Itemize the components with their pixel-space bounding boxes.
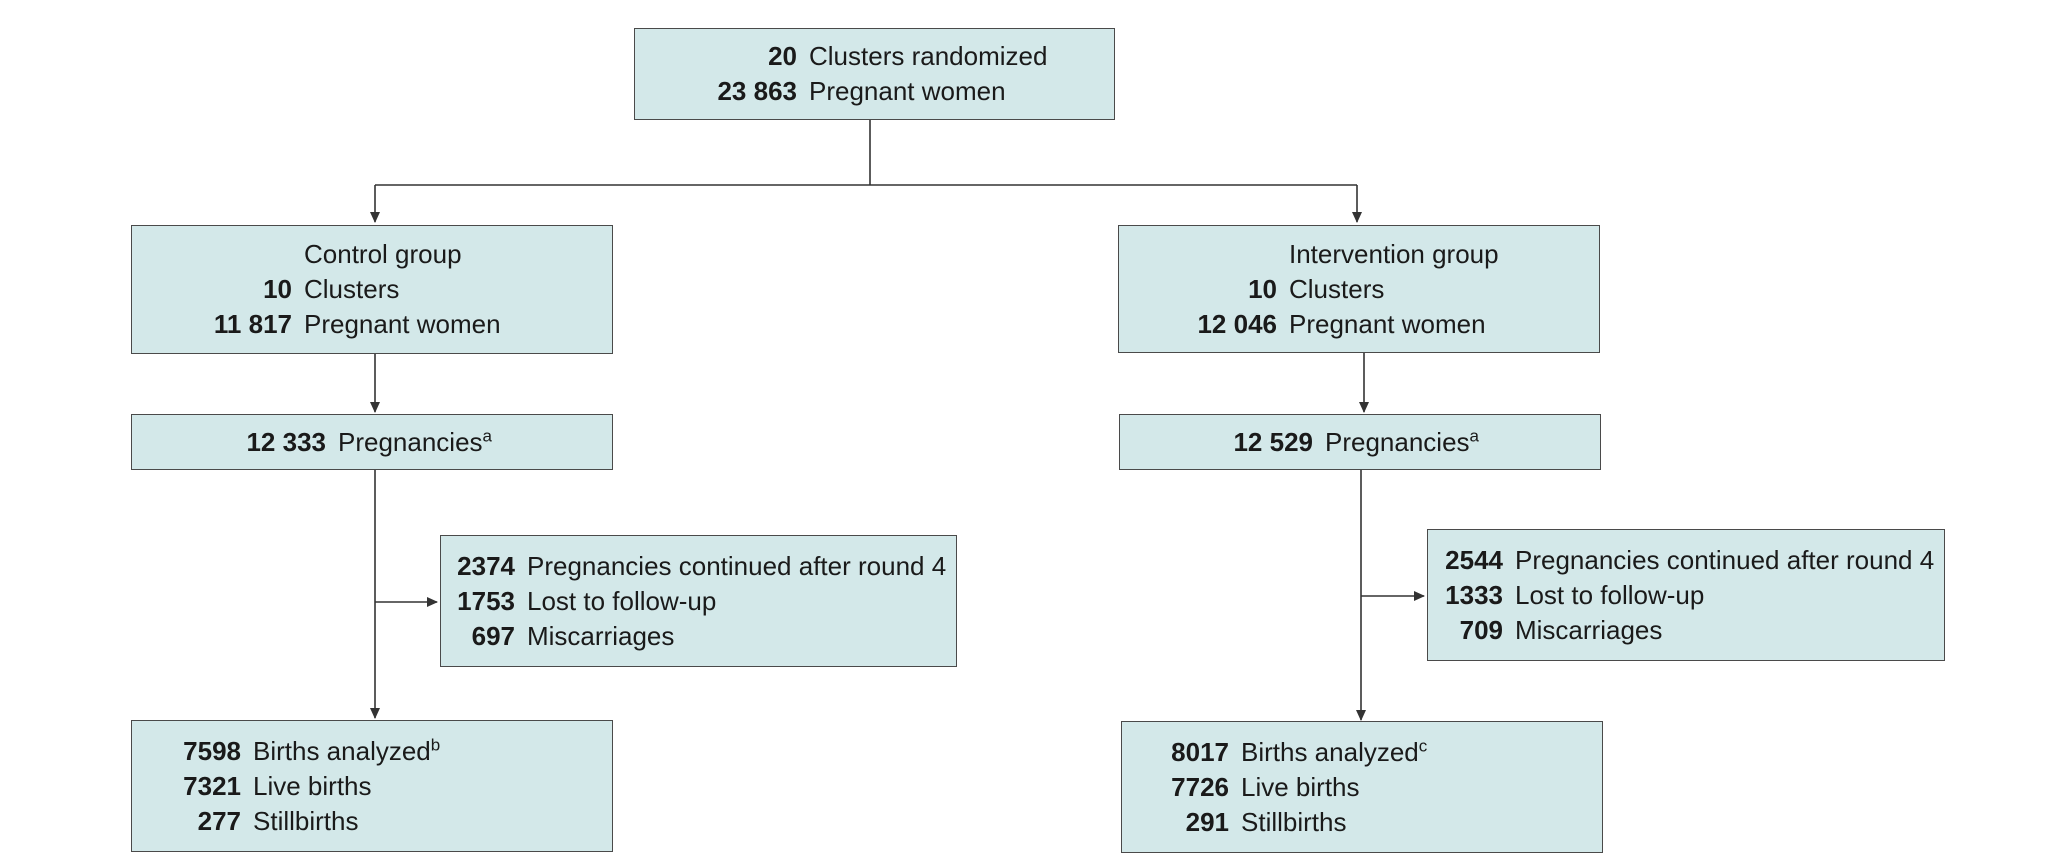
intervention-group-heading-row: Intervention group — [1119, 237, 1599, 272]
control-continued-count: 2374 — [457, 550, 515, 581]
control-excluded-row-continued: 2374 Pregnancies continued after round 4 — [441, 549, 956, 584]
intervention-pregnancies-box: 12 529 Pregnanciesa — [1119, 414, 1601, 470]
control-pregnancies-box: 12 333 Pregnanciesa — [131, 414, 613, 470]
intervention-pregnancies-row: 12 529 Pregnanciesa — [1120, 425, 1600, 460]
intervention-continued-count: 2544 — [1445, 544, 1503, 575]
control-live-births-label: Live births — [253, 770, 372, 801]
control-births-analyzed-count: 7598 — [183, 735, 241, 766]
intervention-clusters-count: 10 — [1248, 273, 1277, 304]
control-births-row-analyzed: 7598 Births analyzedb — [132, 734, 612, 769]
randomized-women-label: Pregnant women — [809, 76, 1006, 106]
intervention-continued-label: Pregnancies continued after round 4 — [1515, 544, 1935, 575]
control-stillbirths-label: Stillbirths — [253, 805, 359, 836]
footnote-a-marker: a — [1469, 425, 1480, 445]
randomized-row-clusters: 20 Clusters randomized — [635, 39, 1114, 74]
control-lost-label: Lost to follow-up — [527, 585, 717, 616]
control-births-analyzed-label: Births analyzed — [253, 735, 431, 766]
intervention-births-box: 8017 Births analyzedc 7726 Live births 2… — [1121, 721, 1603, 853]
intervention-group-row-clusters: 10 Clusters — [1119, 272, 1599, 307]
control-excluded-box: 2374 Pregnancies continued after round 4… — [440, 535, 957, 667]
control-group-heading: Control group — [304, 239, 462, 269]
control-women-count: 11 817 — [213, 309, 292, 339]
intervention-group-heading: Intervention group — [1289, 238, 1499, 269]
intervention-live-births-label: Live births — [1241, 771, 1360, 802]
intervention-miscarriages-label: Miscarriages — [1515, 614, 1663, 645]
intervention-lost-count: 1333 — [1445, 579, 1503, 610]
intervention-miscarriages-count: 709 — [1459, 614, 1503, 645]
intervention-excluded-box: 2544 Pregnancies continued after round 4… — [1427, 529, 1945, 661]
intervention-births-analyzed-label: Births analyzed — [1241, 736, 1419, 767]
control-stillbirths-count: 277 — [197, 805, 241, 836]
intervention-lost-label: Lost to follow-up — [1515, 579, 1705, 610]
intervention-group-row-women: 12 046 Pregnant women — [1119, 307, 1599, 342]
control-miscarriages-label: Miscarriages — [527, 620, 675, 651]
footnote-c-marker: c — [1418, 735, 1428, 755]
intervention-excluded-row-lost: 1333 Lost to follow-up — [1428, 578, 1944, 613]
control-births-box: 7598 Births analyzedb 7321 Live births 2… — [131, 720, 613, 852]
intervention-pregnancies-label: Pregnancies — [1325, 426, 1470, 457]
control-births-row-stillbirths: 277 Stillbirths — [132, 804, 612, 839]
control-clusters-count: 10 — [263, 274, 292, 304]
control-pregnancies-row: 12 333 Pregnanciesa — [132, 425, 612, 460]
intervention-women-label: Pregnant women — [1289, 308, 1486, 339]
control-group-box: Control group 10 Clusters 11 817 Pregnan… — [131, 225, 613, 354]
intervention-live-births-count: 7726 — [1171, 771, 1229, 802]
intervention-excluded-row-continued: 2544 Pregnancies continued after round 4 — [1428, 543, 1944, 578]
control-group-row-women: 11 817 Pregnant women — [132, 307, 612, 342]
control-group-row-clusters: 10 Clusters — [132, 272, 612, 307]
intervention-excluded-row-miscarriages: 709 Miscarriages — [1428, 613, 1944, 648]
intervention-births-row-live: 7726 Live births — [1122, 770, 1602, 805]
intervention-women-count: 12 046 — [1197, 308, 1277, 339]
intervention-births-row-analyzed: 8017 Births analyzedc — [1122, 735, 1602, 770]
control-clusters-label: Clusters — [304, 274, 400, 304]
intervention-births-row-stillbirths: 291 Stillbirths — [1122, 805, 1602, 840]
control-pregnancies-count: 12 333 — [246, 426, 326, 457]
intervention-pregnancies-count: 12 529 — [1233, 426, 1313, 457]
randomized-clusters-count: 20 — [768, 41, 797, 71]
randomized-box: 20 Clusters randomized 23 863 Pregnant w… — [634, 28, 1115, 120]
randomized-row-women: 23 863 Pregnant women — [635, 74, 1114, 109]
intervention-group-box: Intervention group 10 Clusters 12 046 Pr… — [1118, 225, 1600, 353]
randomized-women-count: 23 863 — [717, 76, 797, 106]
intervention-clusters-label: Clusters — [1289, 273, 1385, 304]
control-lost-count: 1753 — [457, 585, 515, 616]
control-live-births-count: 7321 — [183, 770, 241, 801]
control-women-label: Pregnant women — [304, 309, 501, 339]
control-group-heading-row: Control group — [132, 237, 612, 272]
control-excluded-row-miscarriages: 697 Miscarriages — [441, 619, 956, 654]
control-excluded-row-lost: 1753 Lost to follow-up — [441, 584, 956, 619]
footnote-b-marker: b — [430, 734, 441, 754]
intervention-stillbirths-count: 291 — [1185, 806, 1229, 837]
control-miscarriages-count: 697 — [471, 620, 515, 651]
control-births-row-live: 7321 Live births — [132, 769, 612, 804]
intervention-stillbirths-label: Stillbirths — [1241, 806, 1347, 837]
control-continued-label: Pregnancies continued after round 4 — [527, 550, 947, 581]
control-pregnancies-label: Pregnancies — [338, 426, 483, 457]
randomized-clusters-label: Clusters randomized — [809, 41, 1048, 71]
footnote-a-marker: a — [482, 425, 493, 445]
intervention-births-analyzed-count: 8017 — [1171, 736, 1229, 767]
